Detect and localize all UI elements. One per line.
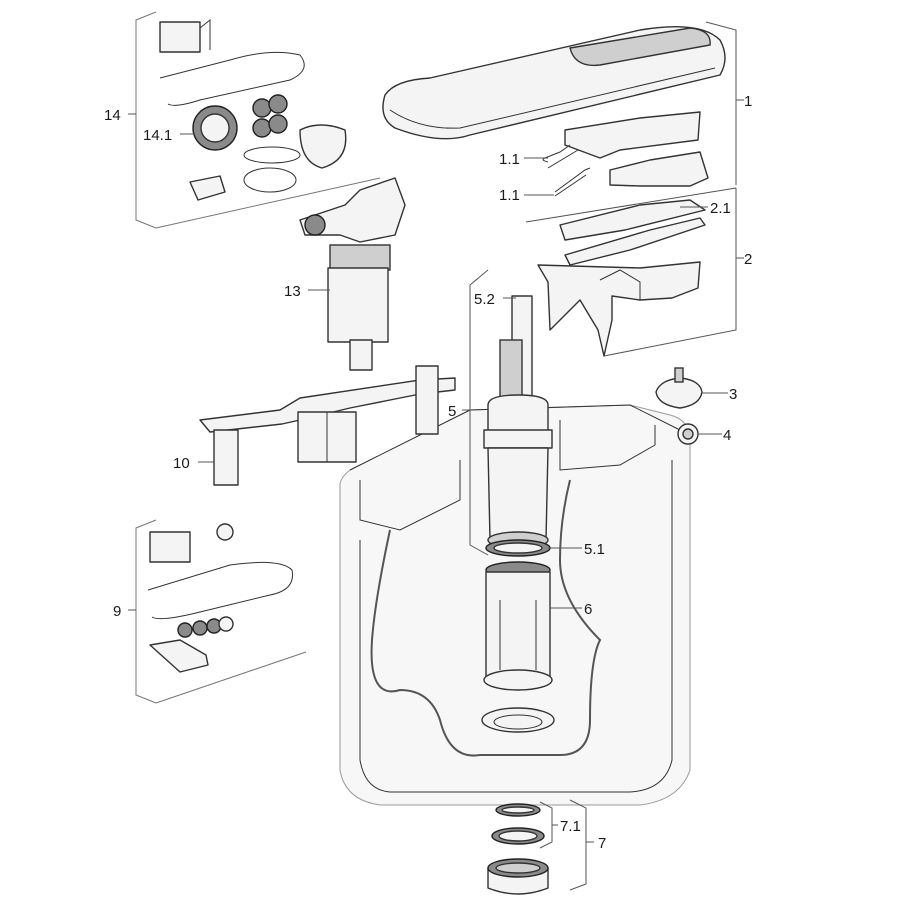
callout-7-1: 7.1 xyxy=(560,818,581,835)
callout-1-1-lower: 1.1 xyxy=(499,187,520,204)
callout-5-1: 5.1 xyxy=(584,541,605,558)
callout-1: 1 xyxy=(744,93,752,110)
callout-7: 7 xyxy=(598,835,606,852)
callout-14: 14 xyxy=(104,107,121,124)
callout-6: 6 xyxy=(584,601,592,618)
part-2-actuator xyxy=(537,199,706,357)
callout-13: 13 xyxy=(284,283,301,300)
part-7-outlet-nut xyxy=(487,803,549,895)
part-4-plug xyxy=(677,423,699,445)
callout-2-1: 2.1 xyxy=(710,200,731,217)
callout-9: 9 xyxy=(113,603,121,620)
callout-5-2: 5.2 xyxy=(474,291,495,308)
callout-10: 10 xyxy=(173,455,190,472)
part-6-basket xyxy=(483,561,553,691)
callout-4: 4 xyxy=(723,427,731,444)
part-5-flush-valve xyxy=(483,295,553,549)
callout-3: 3 xyxy=(729,386,737,403)
part-10-bracket xyxy=(199,365,456,486)
callout-2: 2 xyxy=(744,251,752,268)
callout-5: 5 xyxy=(448,403,456,420)
callout-labels: 1 1.1 1.1 2.1 2 3 4 5 5.1 5.2 6 7 7.1 9 … xyxy=(104,93,752,852)
part-5-1-seal xyxy=(485,539,551,557)
part-1-lid xyxy=(382,26,726,187)
part-13-fill-valve xyxy=(299,177,406,371)
group-14-kit xyxy=(135,11,381,229)
part-1-1-springs xyxy=(542,144,591,197)
callout-1-1-upper: 1.1 xyxy=(499,151,520,168)
leader-lines xyxy=(128,21,744,891)
callout-14-1: 14.1 xyxy=(143,127,172,144)
group-9-kit xyxy=(135,519,307,704)
part-3-cap xyxy=(655,367,703,409)
